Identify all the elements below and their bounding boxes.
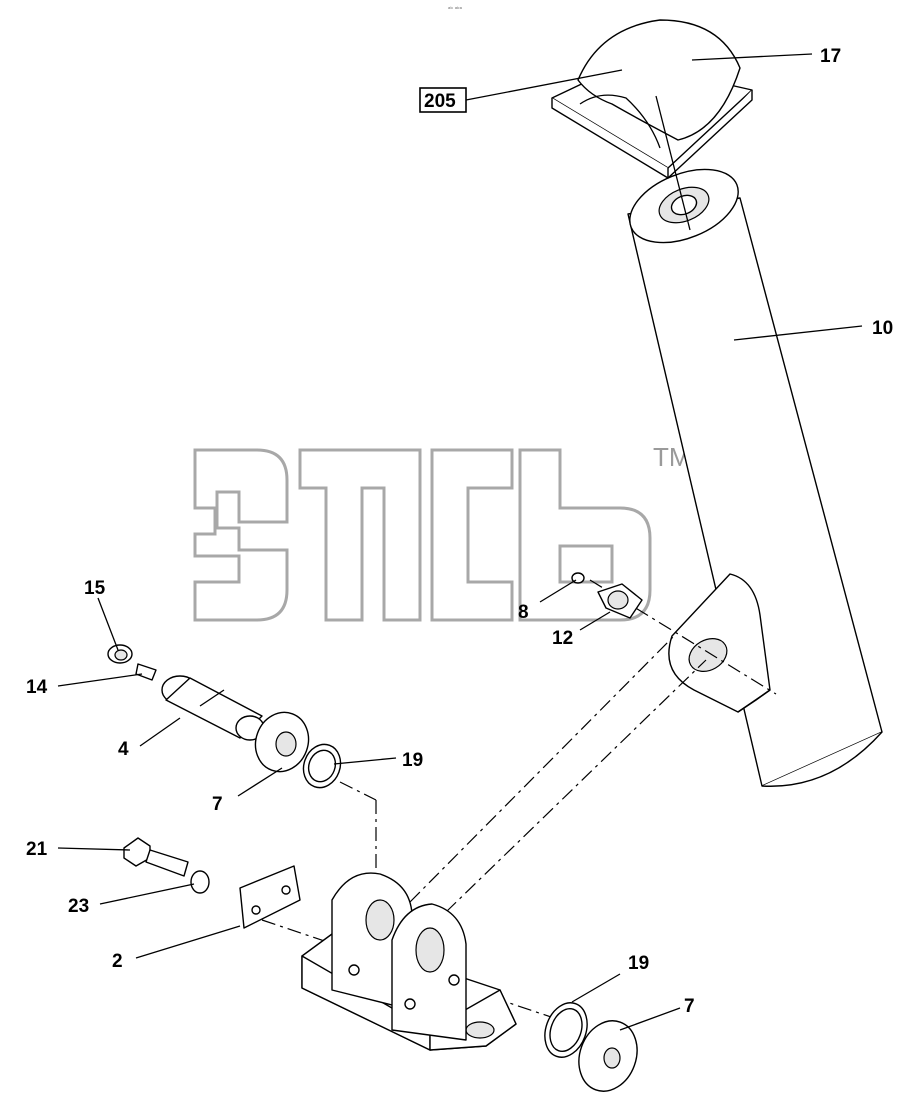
top-note: ᵃᵇ ᵃᵇᵃ (448, 6, 462, 13)
callout-12: 12 (552, 628, 573, 649)
callout-15: 15 (84, 578, 106, 599)
part-10-cylinder (627, 168, 883, 787)
part-2-plate (239, 865, 301, 929)
callout-205: 205 (424, 91, 456, 112)
part-7-washer-upper (254, 711, 310, 773)
callout-4: 4 (118, 739, 129, 760)
callout-2: 2 (112, 951, 123, 972)
part-23-washer (190, 870, 210, 894)
callout-19-upper: 19 (402, 750, 423, 771)
watermark-logo: TM (193, 442, 691, 622)
callout-17: 17 (820, 46, 841, 67)
callout-7-upper: 7 (212, 794, 223, 815)
part-19-ring-upper (302, 743, 342, 789)
part-4-pin (161, 675, 265, 741)
callout-14: 14 (26, 677, 48, 698)
part-7-washer-lower (578, 1020, 638, 1092)
callout-19-lower: 19 (628, 953, 649, 974)
callout-7-lower: 7 (684, 996, 695, 1017)
callout-labels: 17 205 10 15 14 4 8 12 19 7 21 23 2 19 7 (26, 46, 893, 1017)
callout-21: 21 (26, 839, 48, 860)
callout-10: 10 (872, 318, 893, 339)
part-15-cap (107, 644, 133, 664)
part-19-ring-lower (544, 1002, 588, 1058)
base-bracket (301, 872, 517, 1051)
callout-205-box (419, 87, 467, 113)
part-14-nipple (135, 663, 157, 681)
callout-23: 23 (68, 896, 89, 917)
part-21-bolt (123, 837, 189, 877)
callout-8: 8 (518, 602, 529, 623)
part-12-fitting (597, 583, 643, 619)
leader-lines (57, 53, 863, 1031)
part-17-cap (551, 19, 753, 231)
